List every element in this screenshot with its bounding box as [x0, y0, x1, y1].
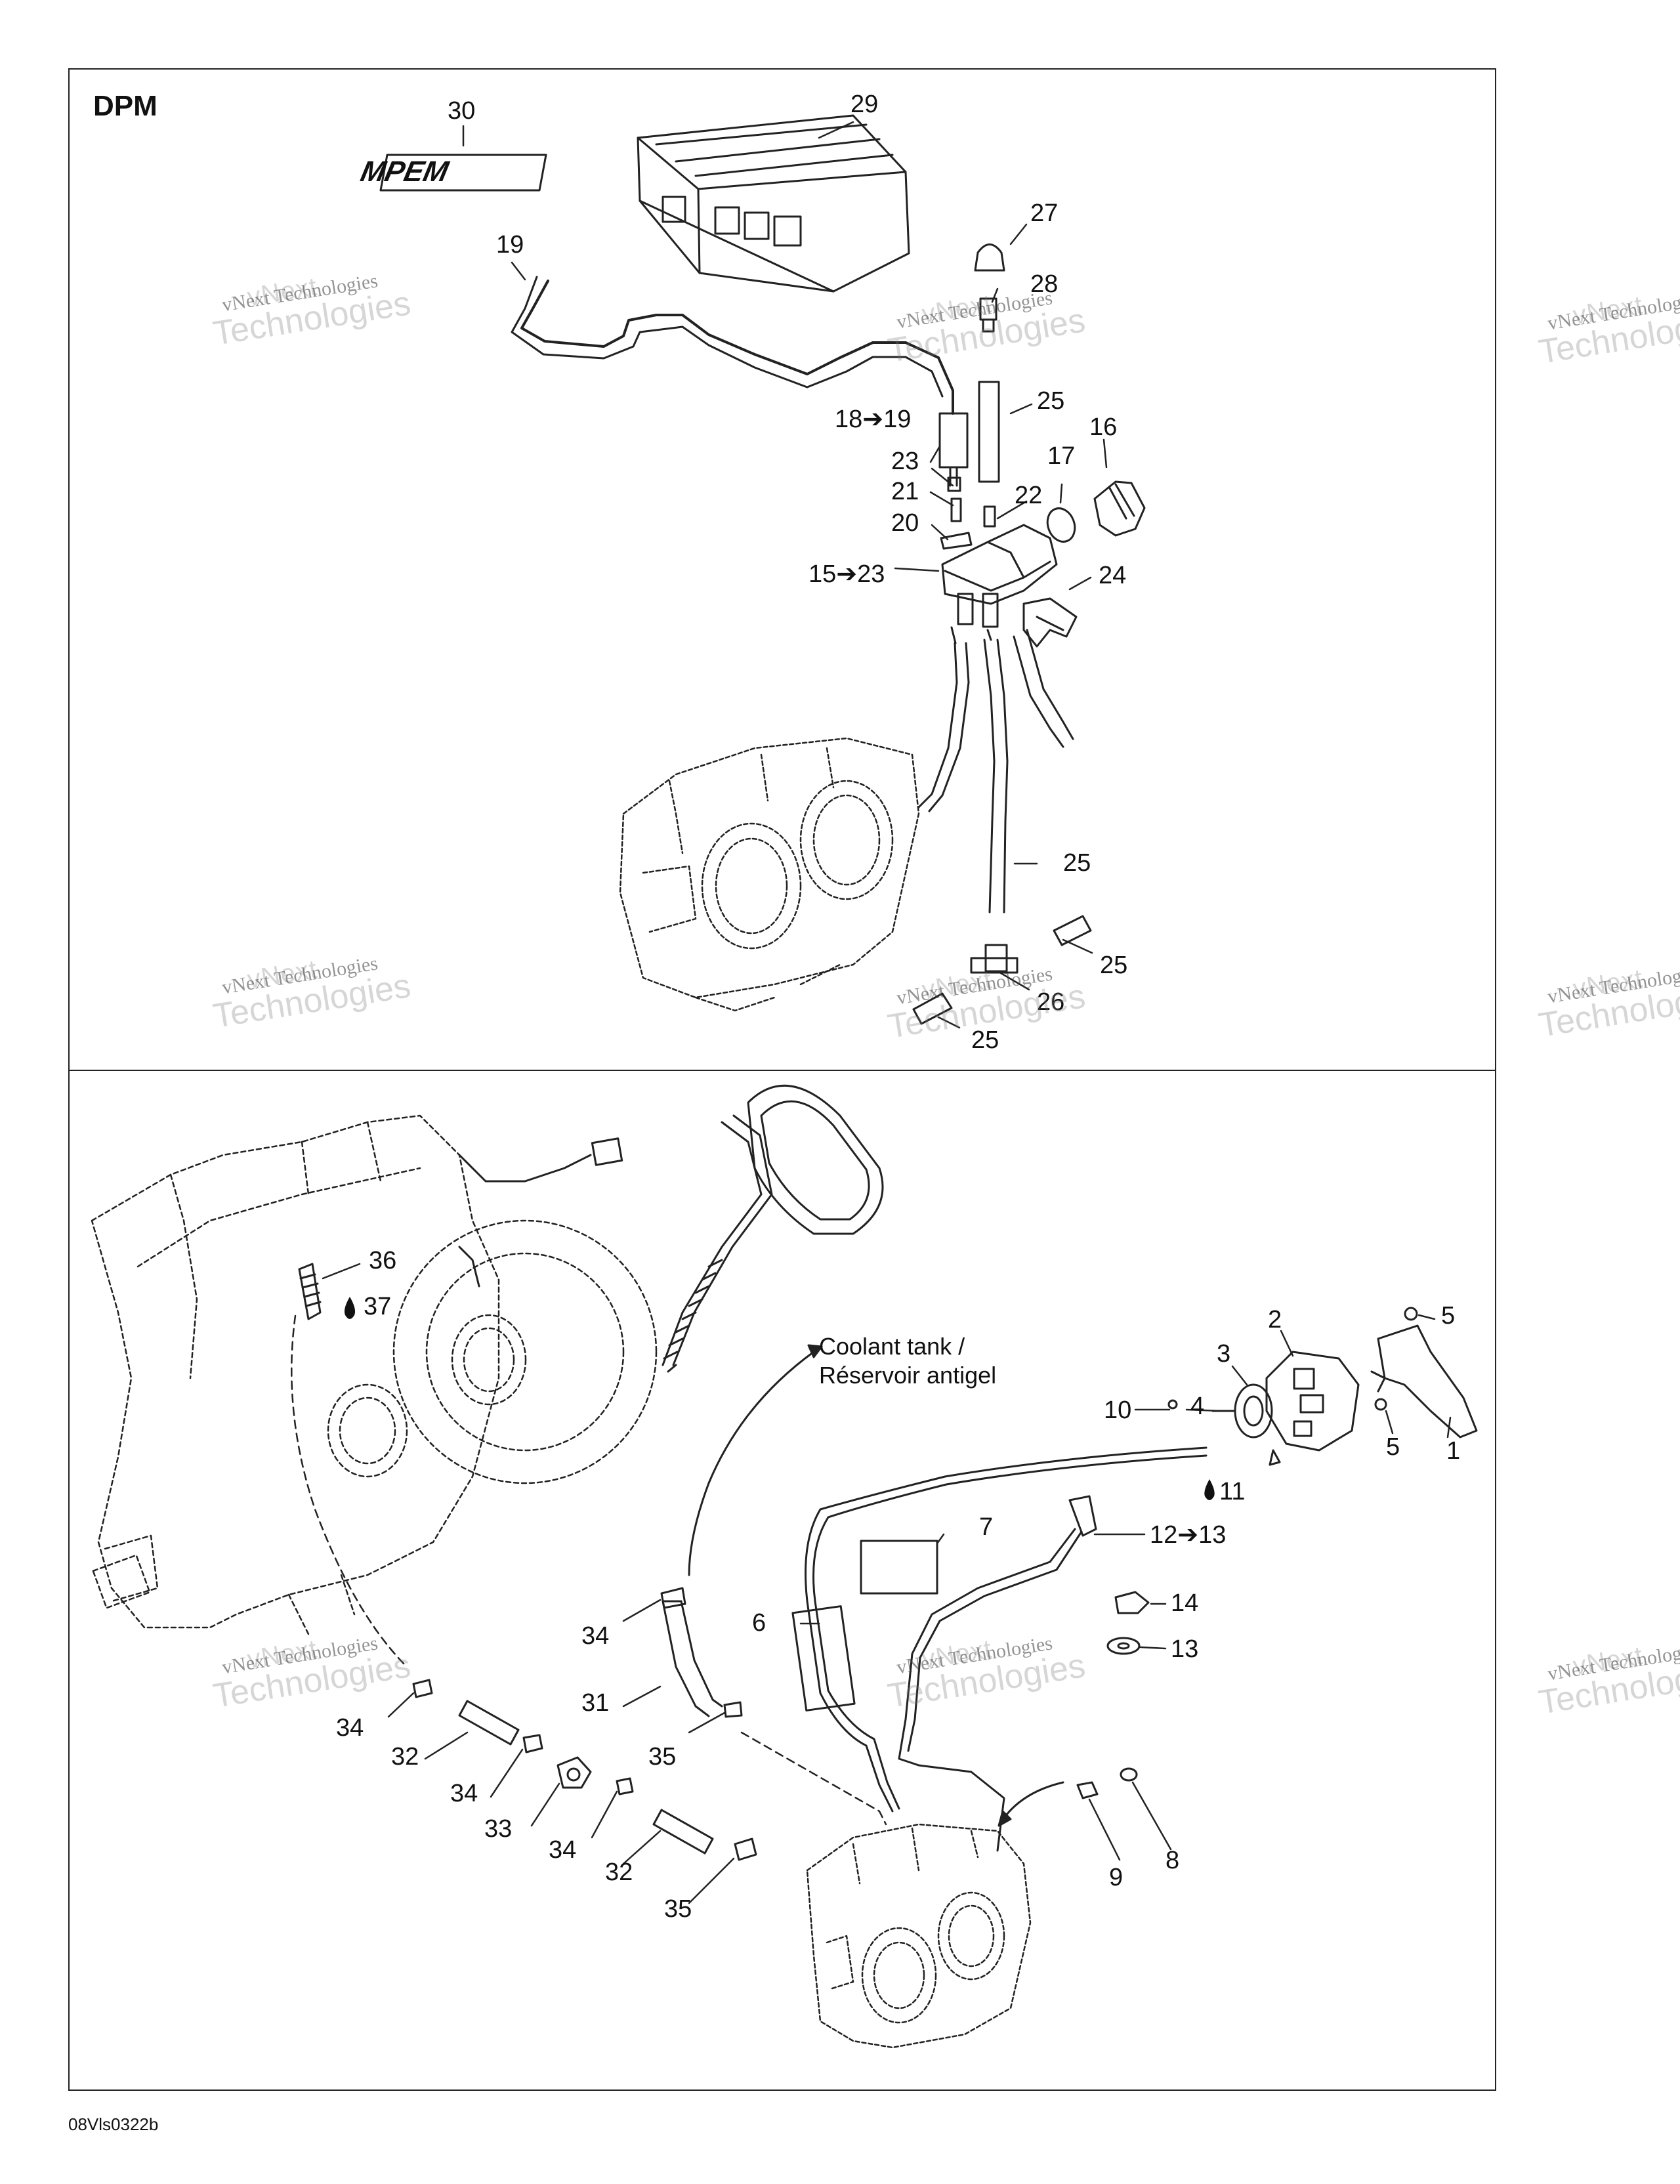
drop-icon-37: [344, 1297, 356, 1319]
drop-icon-11: [1204, 1479, 1215, 1500]
callout-18-19: 18➔19: [835, 406, 912, 433]
engine-wiring: [458, 1137, 623, 1288]
callout-35-a: 35: [648, 1743, 677, 1771]
callout-25-d: 25: [971, 1026, 999, 1054]
callout-21: 21: [891, 478, 919, 505]
callout-6: 6: [752, 1609, 766, 1637]
return-arrow: [998, 1781, 1064, 1827]
coolant-note-line-1: Coolant tank /: [819, 1333, 965, 1360]
callout-31: 31: [581, 1689, 610, 1717]
callout-37: 37: [364, 1293, 392, 1320]
tubes-25-lower: [912, 915, 1092, 1025]
lower-panel-frame: [68, 1070, 1496, 2091]
callout-27: 27: [1030, 200, 1059, 227]
callout-25-c: 25: [1100, 952, 1128, 979]
callout-15-23: 15➔23: [808, 560, 885, 588]
callout-36: 36: [369, 1247, 397, 1274]
callout-12-13: 12➔13: [1150, 1521, 1227, 1549]
valve-33: [556, 1756, 592, 1789]
callout-14: 14: [1171, 1589, 1199, 1617]
control-module-29: [637, 114, 910, 293]
callout-11: 11: [1219, 1478, 1246, 1505]
decal-text: MPEM: [358, 156, 452, 187]
cap-27: [974, 243, 1005, 272]
solenoid-valve-15: [941, 524, 1058, 644]
coolant-note: Coolant tank / Réservoir antigel: [819, 1332, 996, 1390]
callout-9: 9: [1109, 1864, 1124, 1891]
leader-lines-bottom: [322, 1263, 1452, 1904]
engine-lower: [91, 1114, 658, 1635]
hoses-25: [917, 629, 1074, 914]
decal-30: MPEM: [358, 154, 547, 192]
washer-13: [1106, 1637, 1141, 1655]
callout-23: 23: [891, 448, 919, 475]
screws-5: [1167, 1307, 1418, 1412]
coolant-arrow: [688, 1344, 823, 1576]
callout-34-c: 34: [450, 1780, 478, 1807]
callout-29: 29: [850, 91, 879, 118]
figure-id: 08Vls0322b: [68, 2114, 159, 2134]
callout-25-b: 25: [1063, 849, 1091, 877]
label-box-7: [860, 1540, 938, 1595]
callout-16: 16: [1089, 413, 1118, 441]
tubes-32: [458, 1700, 714, 1855]
callout-13: 13: [1171, 1635, 1199, 1663]
tube-25-upper: [978, 381, 1000, 483]
callout-8: 8: [1166, 1847, 1180, 1874]
callout-2: 2: [1268, 1306, 1282, 1334]
droplet-icons: [344, 1297, 1215, 1500]
callout-5-b: 5: [1386, 1433, 1400, 1461]
callout-32-a: 32: [391, 1743, 419, 1771]
hose-31: [662, 1600, 723, 1717]
upper-panel-frame: [68, 68, 1496, 1071]
carburetor-assembly-bottom: [806, 1823, 1032, 2049]
callout-3: 3: [1217, 1340, 1231, 1368]
fitting-28: [979, 297, 998, 333]
callout-20: 20: [891, 509, 919, 537]
nut-14: [1114, 1591, 1150, 1614]
o-ring-17: [1046, 507, 1076, 543]
callout-26: 26: [1037, 988, 1065, 1016]
carburetor-assembly-top: [619, 737, 920, 1012]
fitting-36: [298, 1263, 322, 1320]
callout-19: 19: [496, 231, 524, 259]
callout-22: 22: [1015, 482, 1043, 509]
clamps-34-35: [412, 1587, 757, 1861]
washer-8: [1120, 1767, 1138, 1782]
callout-4: 4: [1190, 1393, 1205, 1420]
harness-19: [511, 276, 969, 487]
switch-12: [898, 1495, 1097, 1852]
dashed-hose-path: [291, 1314, 887, 1826]
callout-32-b: 32: [605, 1858, 633, 1886]
callout-17: 17: [1047, 442, 1076, 470]
coolant-note-line-2: Réservoir antigel: [819, 1362, 997, 1389]
callout-35-b: 35: [664, 1895, 692, 1923]
callout-30: 30: [448, 97, 476, 125]
callout-7: 7: [979, 1513, 994, 1541]
nut-9: [1076, 1781, 1099, 1799]
cover-3: [1234, 1383, 1281, 1466]
callout-25-a: 25: [1037, 387, 1065, 415]
t-fitting-26: [970, 944, 1018, 974]
cable-to-handle: [662, 1084, 884, 1373]
part-22: [983, 505, 996, 528]
callout-34-b: 34: [336, 1714, 364, 1742]
leader-lines-top: [462, 121, 1108, 1029]
bracket-24: [1022, 597, 1078, 648]
callout-24: 24: [1099, 562, 1127, 589]
small-parts-20-21-23: [940, 476, 973, 550]
callout-1: 1: [1446, 1437, 1461, 1465]
callout-10: 10: [1104, 1396, 1132, 1424]
throttle-cable: [791, 1446, 1208, 1813]
throttle-lever-1: [1370, 1324, 1478, 1438]
callout-33: 33: [484, 1815, 513, 1843]
throttle-housing-2: [1265, 1351, 1360, 1452]
diagram-title: DPM: [93, 90, 158, 122]
callout-28: 28: [1030, 270, 1059, 298]
callout-34-a: 34: [581, 1622, 610, 1650]
callout-34-d: 34: [549, 1836, 577, 1864]
cap-16: [1093, 480, 1146, 537]
callout-5-a: 5: [1441, 1302, 1456, 1330]
